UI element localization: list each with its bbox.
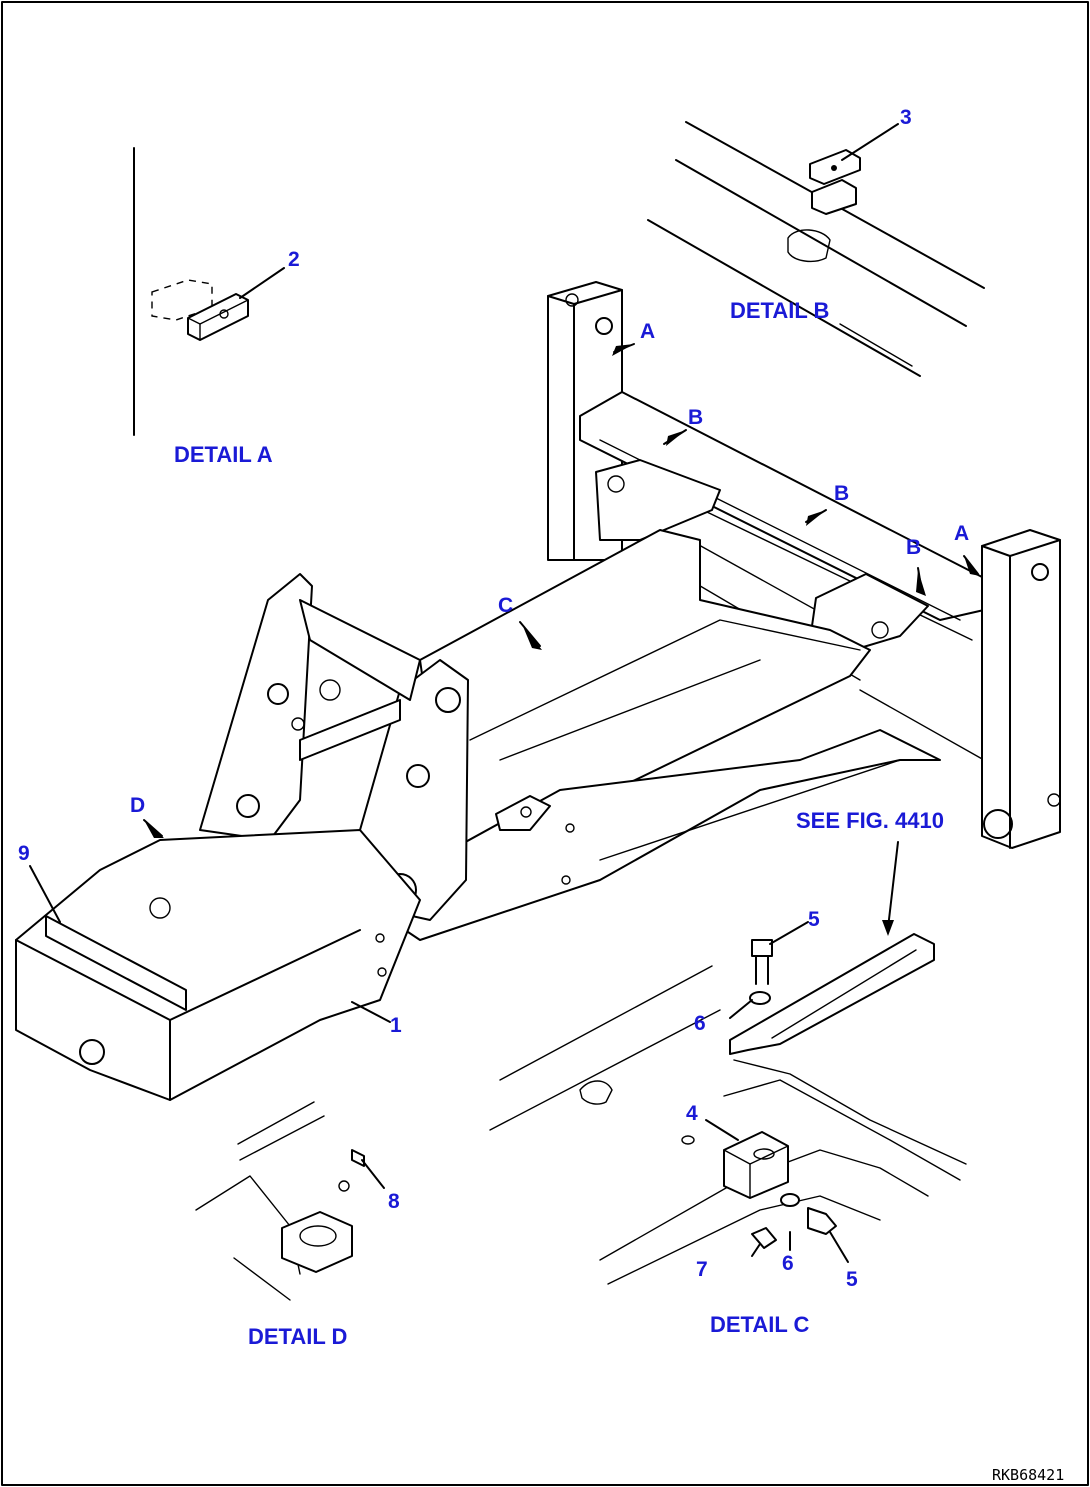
leader-part-5-top xyxy=(769,921,809,945)
leader-part-3 xyxy=(841,123,899,161)
callout-4: 4 xyxy=(686,1102,698,1125)
leader-part-2 xyxy=(239,267,285,299)
callout-8: 8 xyxy=(388,1190,400,1213)
callout-6-top: 6 xyxy=(694,1012,706,1035)
part-6-washer-bottom xyxy=(780,1193,800,1207)
detail-d-mount xyxy=(281,1211,353,1273)
detail-a-ghost-bracket xyxy=(151,279,213,321)
callout-2: 2 xyxy=(288,248,300,271)
detail-b-label: DETAIL B xyxy=(730,298,829,323)
detail-b-hole xyxy=(787,229,831,263)
callout-9: 9 xyxy=(18,842,30,865)
part-8-plug xyxy=(351,1149,365,1167)
detail-c-rail xyxy=(729,933,935,1055)
front-chassis xyxy=(15,829,421,1101)
leader-part-5-bottom xyxy=(829,1231,849,1263)
detail-d-label: DETAIL D xyxy=(248,1324,347,1349)
detail-d-view xyxy=(195,1101,385,1301)
part-2-bracket xyxy=(187,293,249,341)
part-5-bolt-bottom xyxy=(807,1207,837,1235)
callout-6-bottom: 6 xyxy=(782,1252,794,1275)
detail-a-label: DETAIL A xyxy=(174,442,273,467)
left-upper-plate xyxy=(595,459,721,541)
detail-b-view xyxy=(647,121,985,377)
view-letter-a-right: A xyxy=(954,522,969,545)
part-9-bar xyxy=(45,915,187,1011)
leader-part-9 xyxy=(29,865,61,923)
view-letter-b-2: B xyxy=(834,482,849,505)
callout-3: 3 xyxy=(900,106,912,129)
leader-part-1 xyxy=(351,1001,391,1023)
part-4-bracket xyxy=(723,1131,789,1199)
view-letter-d: D xyxy=(130,794,145,817)
part-3-clip xyxy=(809,149,861,215)
leader-part-4 xyxy=(705,1119,739,1141)
view-letter-c: C xyxy=(498,594,513,617)
lift-tower-left xyxy=(199,573,313,841)
see-fig-reference: SEE FIG. 4410 xyxy=(796,808,944,833)
callout-7: 7 xyxy=(696,1258,708,1281)
callout-5-bottom: 5 xyxy=(846,1268,858,1291)
detail-c-view xyxy=(489,841,967,1285)
view-letter-b-3: B xyxy=(906,536,921,559)
right-tower xyxy=(981,529,1061,849)
detail-a-view xyxy=(133,147,285,436)
front-cross-member xyxy=(299,599,421,701)
callout-5-top: 5 xyxy=(808,908,820,931)
figure-reference-code: RKB68421 xyxy=(992,1466,1064,1484)
leader-part-7 xyxy=(751,1243,761,1257)
part-6-washer-top xyxy=(749,991,771,1005)
leader-part-6-top xyxy=(729,999,753,1019)
lower-rail xyxy=(359,729,941,941)
callout-1: 1 xyxy=(390,1014,402,1037)
detail-c-label: DETAIL C xyxy=(710,1312,810,1337)
main-frame-assembly xyxy=(15,281,1061,1101)
leader-part-8 xyxy=(361,1159,385,1189)
part-5-bolt-top xyxy=(751,939,773,985)
part-7-nut xyxy=(751,1227,777,1249)
leader-see-fig xyxy=(887,841,899,929)
view-letter-a-left: A xyxy=(640,320,655,343)
view-letter-b-1: B xyxy=(688,406,703,429)
